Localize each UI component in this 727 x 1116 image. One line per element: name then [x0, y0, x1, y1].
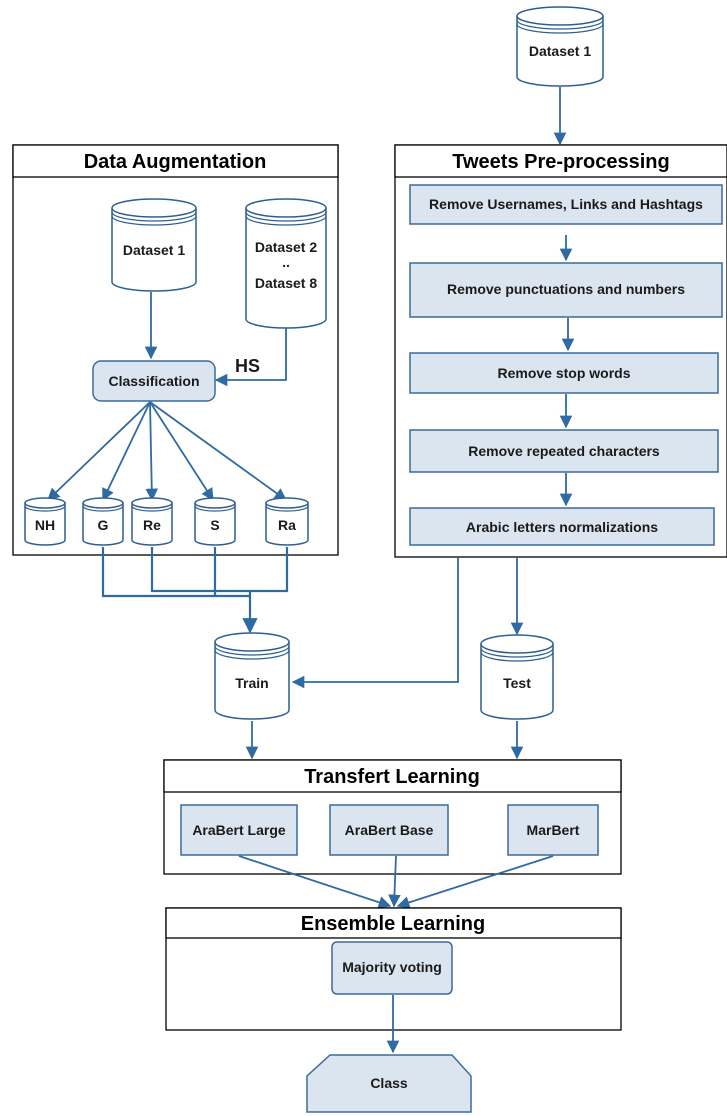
model-1-label: AraBert Large	[192, 822, 286, 838]
aug-dataset1-label: Dataset 1	[123, 242, 185, 258]
aug-dataset2-label: Dataset 2	[255, 239, 317, 255]
step-2-label: Remove punctuations and numbers	[447, 281, 685, 297]
model-2-label: AraBert Base	[345, 822, 434, 838]
model-3-label: MarBert	[527, 822, 580, 838]
edge-d2-to-classification	[214, 328, 287, 387]
class-cylinder-nh: NH	[24, 497, 66, 546]
step-1-label: Remove Usernames, Links and Hashtags	[429, 196, 703, 212]
classification-box: Classification	[92, 360, 216, 402]
train-cylinder: Train	[214, 632, 290, 720]
preprocessing-step-3: Remove stop words	[409, 352, 719, 394]
model-arabert-base: AraBert Base	[329, 804, 449, 856]
class-g-label: G	[98, 517, 109, 533]
ensemble-learning-title: Ensemble Learning	[301, 913, 486, 935]
preprocessing-title: Tweets Pre-processing	[452, 151, 669, 173]
data-augmentation-title: Data Augmentation	[84, 151, 267, 173]
classification-label: Classification	[108, 373, 199, 389]
class-cylinder-g: G	[82, 497, 124, 546]
aug-dataset8-label: Dataset 8	[255, 275, 317, 291]
class-output-label: Class	[370, 1075, 408, 1091]
dataset-top-label: Dataset 1	[529, 43, 591, 59]
class-ra-label: Ra	[278, 517, 296, 533]
step-4-label: Remove repeated characters	[468, 443, 660, 459]
class-cylinder-ra: Ra	[265, 497, 309, 546]
edge-preprocessing-to-train	[291, 558, 459, 689]
test-cylinder: Test	[480, 634, 554, 720]
aug-dataset1-cylinder: Dataset 1	[111, 198, 197, 292]
class-re-label: Re	[143, 517, 161, 533]
model-arabert-large: AraBert Large	[180, 804, 298, 856]
test-label: Test	[503, 675, 531, 691]
merge-to-train-edges	[101, 547, 289, 634]
edge-to-re	[145, 401, 159, 502]
step-5-label: Arabic letters normalizations	[466, 519, 658, 535]
edge-to-g	[102, 401, 151, 502]
preprocessing-step-5: Arabic letters normalizations	[409, 507, 715, 546]
model-marbert: MarBert	[507, 804, 599, 856]
transfer-learning-title: Transfert Learning	[304, 766, 480, 788]
preprocessing-step-2: Remove punctuations and numbers	[409, 262, 723, 318]
class-cylinder-s: S	[194, 497, 236, 546]
edge-to-nh	[47, 401, 151, 501]
class-output: Class	[306, 1054, 472, 1113]
class-nh-label: NH	[35, 517, 55, 533]
class-s-label: S	[210, 517, 219, 533]
aug-dataset2-8-cylinder: Dataset 2 .. Dataset 8	[245, 198, 327, 329]
dataset-top-cylinder: Dataset 1	[516, 6, 604, 87]
majority-voting-box: Majority voting	[331, 941, 453, 995]
models-to-ensemble-edges	[238, 855, 554, 909]
edge-to-s	[149, 401, 214, 502]
train-label: Train	[235, 675, 268, 691]
preprocessing-step-4: Remove repeated characters	[409, 429, 719, 473]
preprocessing-step-1: Remove Usernames, Links and Hashtags	[409, 184, 723, 225]
majority-voting-label: Majority voting	[342, 959, 442, 975]
step-3-label: Remove stop words	[497, 365, 630, 381]
class-cylinder-re: Re	[131, 497, 173, 546]
aug-dataset-dots: ..	[282, 254, 290, 270]
hs-label: HS	[235, 356, 260, 376]
edge-to-ra	[149, 401, 288, 501]
classification-fanout-edges	[47, 401, 288, 502]
